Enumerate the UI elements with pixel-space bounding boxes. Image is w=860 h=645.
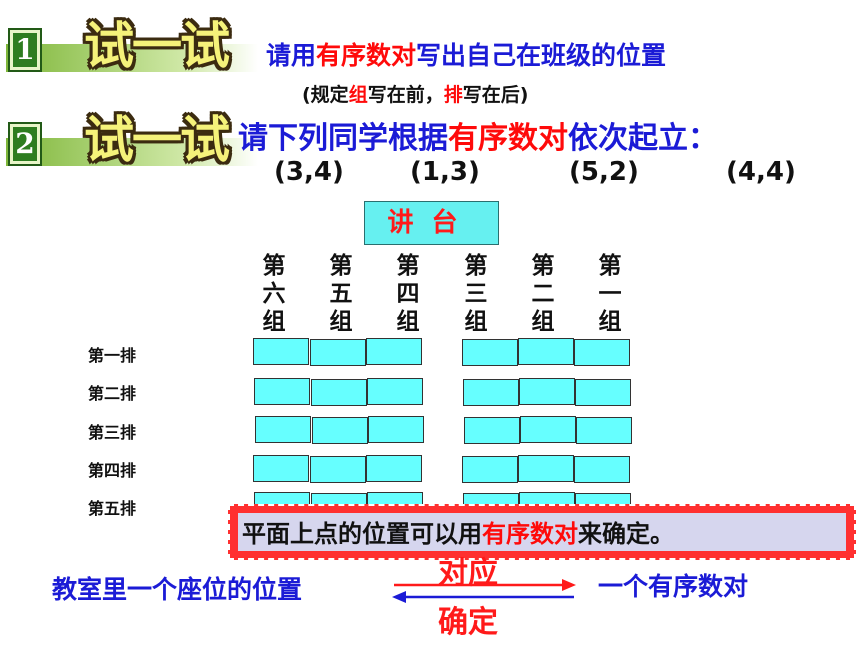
task2-highlight: 有序数对 xyxy=(448,121,568,156)
row-label-3: 第三排 xyxy=(88,423,137,442)
seat xyxy=(310,456,366,483)
banner-bar xyxy=(6,44,258,72)
seat xyxy=(254,378,310,405)
rule-part: 写在后) xyxy=(462,84,529,106)
conclusion-highlight: 有序数对 xyxy=(482,520,578,548)
podium: 讲台 xyxy=(364,201,499,245)
banner-bar xyxy=(6,138,258,166)
determine-label: 确定 xyxy=(438,605,498,640)
group-char: 组 xyxy=(396,309,420,335)
banner-word: 试一试 xyxy=(84,111,230,169)
group-label-3: 第三组 xyxy=(461,252,491,336)
group-char: 一 xyxy=(598,281,622,307)
coord-pair: (4,4) xyxy=(726,157,796,187)
group-char: 组 xyxy=(329,309,353,335)
double-arrow-icon xyxy=(392,579,576,603)
task1-text: 请用有序数对写出自己在班级的位置 xyxy=(266,36,666,72)
task1-rule: (规定组写在前，排写在后) xyxy=(302,80,528,107)
rule-highlight: 排 xyxy=(443,84,463,106)
task1-part: 请用 xyxy=(266,41,317,70)
row-label-2: 第二排 xyxy=(88,384,137,403)
group-char: 组 xyxy=(464,309,488,335)
seat xyxy=(310,339,366,366)
task2-text: 请下列同学根据有序数对依次起立： xyxy=(238,113,718,157)
group-char: 四 xyxy=(396,281,420,307)
row-label-1: 第一排 xyxy=(88,346,137,365)
group-char: 第 xyxy=(396,253,420,279)
seat-position-text: 教室里一个座位的位置 xyxy=(52,575,303,604)
conclusion-box: 平面上点的位置可以用有序数对来确定。 xyxy=(228,504,856,560)
rule-highlight: 组 xyxy=(348,84,368,106)
seat xyxy=(462,456,518,483)
group-char: 五 xyxy=(329,281,353,307)
seat xyxy=(312,417,368,444)
seat xyxy=(366,455,422,482)
group-char: 第 xyxy=(598,253,622,279)
group-char: 第 xyxy=(464,253,488,279)
seat xyxy=(576,417,632,444)
conclusion-part: 平面上点的位置可以用 xyxy=(242,520,482,548)
seat xyxy=(575,379,631,406)
group-char: 第 xyxy=(262,253,286,279)
coord-pair: (3,4) xyxy=(274,157,344,187)
row-label-5: 第五排 xyxy=(88,499,137,518)
group-label-4: 第四组 xyxy=(393,252,423,336)
group-label-5: 第五组 xyxy=(326,252,356,336)
group-char: 二 xyxy=(531,281,555,307)
seat xyxy=(519,378,575,405)
seat xyxy=(367,378,423,405)
banner-word: 试一试 xyxy=(84,17,230,75)
seat xyxy=(366,338,422,365)
banner-number: 2 xyxy=(10,124,40,164)
group-char: 组 xyxy=(531,309,555,335)
conclusion-part: 来确定。 xyxy=(578,520,674,548)
row-label-4: 第四排 xyxy=(88,461,137,480)
seat xyxy=(520,416,576,443)
group-label-6: 第六组 xyxy=(259,252,289,336)
ordered-pair-text: 一个有序数对 xyxy=(598,572,749,601)
group-char: 第 xyxy=(531,253,555,279)
seat xyxy=(518,455,574,482)
task1-highlight: 有序数对 xyxy=(316,41,417,70)
seat xyxy=(463,379,519,406)
group-char: 组 xyxy=(262,309,286,335)
coord-pair: (5,2) xyxy=(569,157,639,187)
seat xyxy=(574,339,630,366)
task1-part: 写出自己在班级的位置 xyxy=(416,41,667,70)
seat xyxy=(464,417,520,444)
rule-part: (规定 xyxy=(302,84,349,106)
banner-try-1: 1 试一试 xyxy=(6,10,258,78)
group-char: 六 xyxy=(262,281,286,307)
group-char: 三 xyxy=(464,281,488,307)
seat xyxy=(311,379,367,406)
seat xyxy=(574,456,630,483)
banner-try-2: 2 试一试 xyxy=(6,104,258,172)
seat xyxy=(368,416,424,443)
group-char: 组 xyxy=(598,309,622,335)
group-label-2: 第二组 xyxy=(528,252,558,336)
group-char: 第 xyxy=(329,253,353,279)
seat xyxy=(462,339,518,366)
coord-pair: (1,3) xyxy=(410,157,480,187)
task2-part: 依次起立： xyxy=(568,121,718,156)
seat xyxy=(253,455,309,482)
seat xyxy=(253,338,309,365)
conclusion-text: 平面上点的位置可以用有序数对来确定。 xyxy=(238,513,846,551)
group-label-1: 第一组 xyxy=(595,252,625,336)
seat xyxy=(255,416,311,443)
banner-number: 1 xyxy=(10,30,40,70)
task2-part: 请下列同学根据 xyxy=(238,121,448,156)
seat xyxy=(518,338,574,365)
rule-part: 写在前， xyxy=(367,84,444,106)
